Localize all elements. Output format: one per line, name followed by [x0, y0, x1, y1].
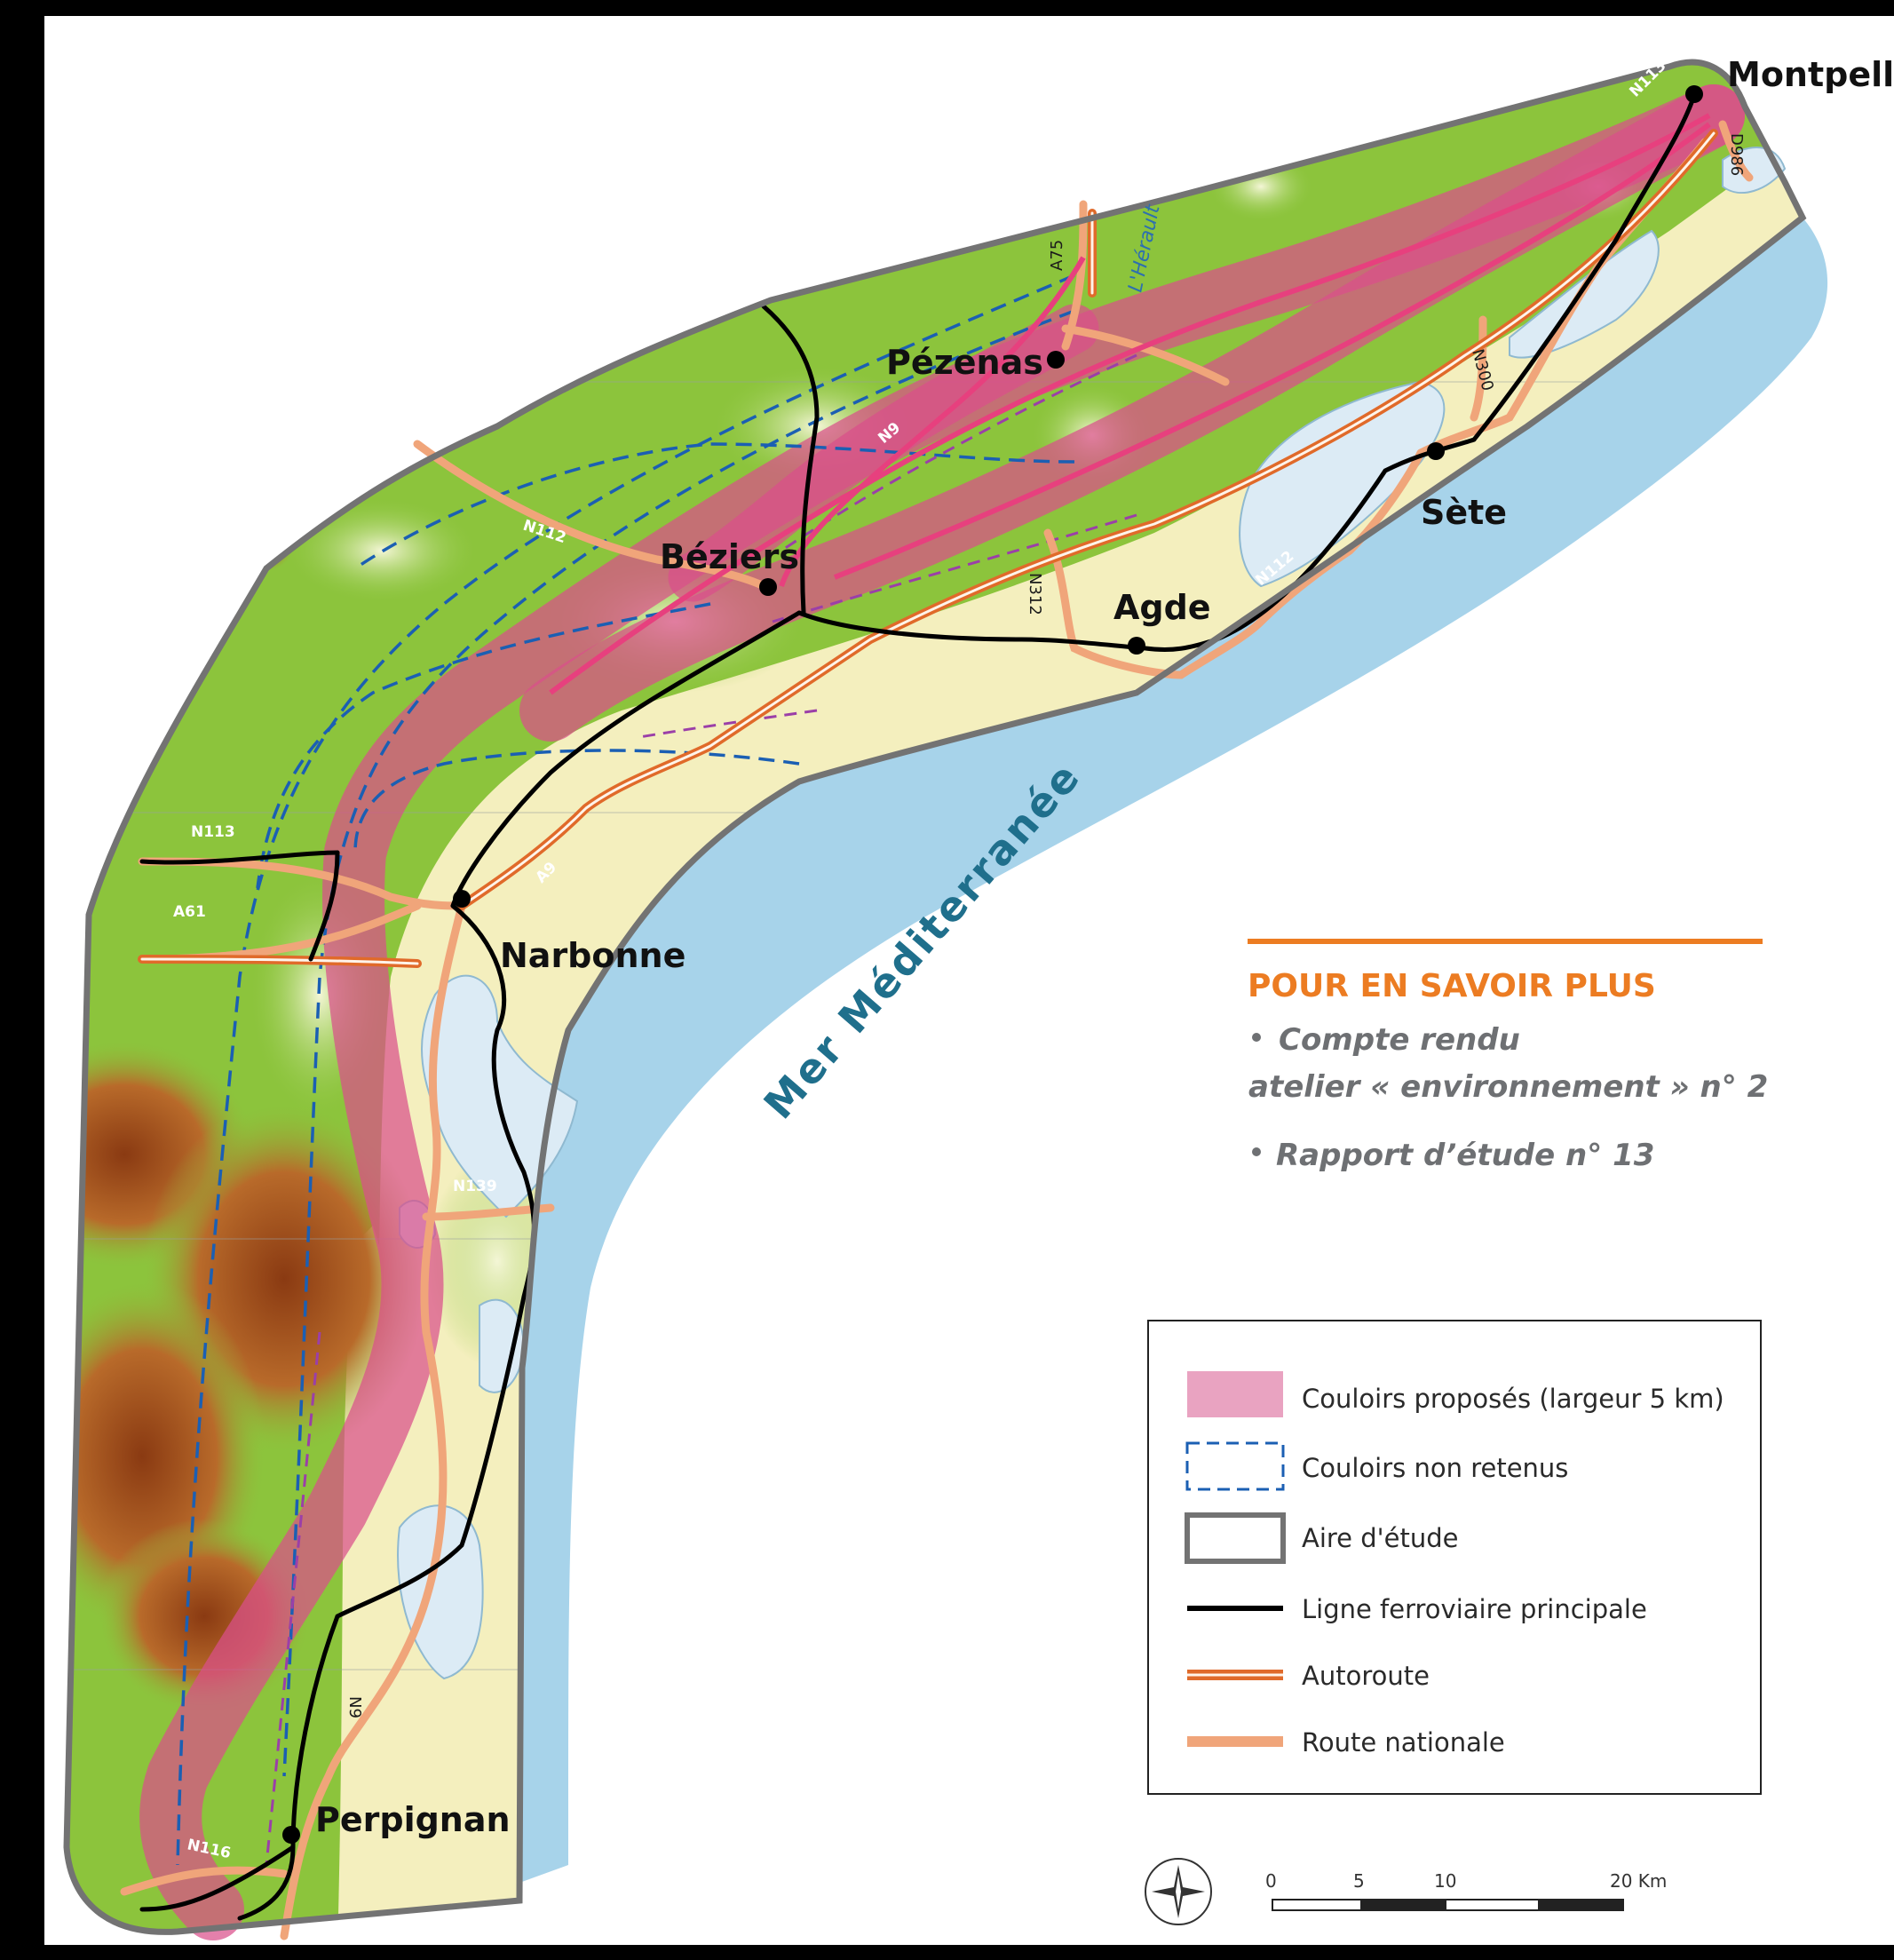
- road-label: N113: [191, 823, 235, 841]
- city-label: Béziers: [660, 537, 799, 576]
- city-pezenas: Pézenas: [886, 343, 1065, 382]
- city-sete: Sète: [1421, 442, 1507, 532]
- city-marker: [1427, 442, 1445, 460]
- legend-swatch-corridor: [1187, 1371, 1283, 1417]
- info-box: POUR EN SAVOIR PLUS Compte rendu atelier…: [1248, 939, 1768, 1173]
- cities: Montpellier Pézenas Béziers Agde Sète Na…: [282, 55, 1894, 1844]
- legend-label: Couloirs proposés (largeur 5 km): [1302, 1384, 1724, 1414]
- study-area-border: [63, 59, 1807, 1935]
- city-label: Agde: [1113, 588, 1211, 627]
- info-item-2[interactable]: Rapport d’étude n° 13: [1276, 1138, 1654, 1173]
- city-marker: [282, 1826, 300, 1844]
- road-label: N312: [1026, 573, 1044, 615]
- city-marker: [1047, 351, 1065, 369]
- city-label: Perpignan: [315, 1800, 511, 1839]
- road-label: N139: [453, 1178, 497, 1195]
- scale-segment: [1272, 1899, 1362, 1911]
- legend-label: Couloirs non retenus: [1302, 1453, 1568, 1483]
- scale-tick-label: 10: [1434, 1870, 1456, 1892]
- city-marker: [759, 578, 777, 596]
- main-railway: [139, 86, 1699, 1921]
- road-label: N9: [345, 1696, 364, 1718]
- city-label: Pézenas: [886, 343, 1043, 382]
- legend-swatch-study-area: [1185, 1512, 1286, 1564]
- rejected-corridors: [176, 274, 1075, 1866]
- info-item-1-cont[interactable]: atelier « environnement » n° 2: [1248, 1069, 1768, 1105]
- legend-label: Route nationale: [1302, 1727, 1505, 1758]
- motorways: [138, 129, 1718, 968]
- scale-tick-label: 0: [1265, 1870, 1277, 1892]
- mediterranean-sea: [519, 218, 1828, 1883]
- legend-label: Aire d'étude: [1302, 1523, 1458, 1553]
- legend: Couloirs proposés (largeur 5 km) Couloir…: [1147, 1320, 1762, 1795]
- city-marker: [1685, 85, 1703, 103]
- city-agde: Agde: [1113, 588, 1211, 655]
- road-label: A75: [1048, 240, 1066, 271]
- scale-segment: [1360, 1899, 1446, 1911]
- city-label: Sète: [1421, 493, 1507, 532]
- info-bullet: [1252, 1033, 1261, 1042]
- city-label: Montpellier: [1727, 55, 1894, 94]
- city-label: Narbonne: [500, 936, 685, 975]
- scale-segment: [1538, 1899, 1624, 1911]
- road-label: D986: [1727, 133, 1746, 176]
- info-item-1[interactable]: Compte rendu: [1279, 1022, 1520, 1058]
- road-label: A61: [173, 903, 206, 921]
- legend-swatch-rejected: [1185, 1441, 1285, 1491]
- compass-rose-icon: [1145, 1858, 1212, 1925]
- city-montpellier: Montpellier: [1685, 55, 1894, 103]
- proposed-lines: [549, 113, 1711, 695]
- city-narbonne: Narbonne: [453, 890, 685, 975]
- legend-label: Autoroute: [1302, 1661, 1430, 1691]
- scale-tick-label: 20 Km: [1610, 1870, 1667, 1892]
- scale-tick-label: 5: [1353, 1870, 1365, 1892]
- city-marker: [453, 890, 471, 908]
- city-beziers: Béziers: [660, 537, 799, 596]
- city-perpignan: Perpignan: [282, 1800, 511, 1844]
- info-title: POUR EN SAVOIR PLUS: [1248, 968, 1656, 1004]
- info-bullet: [1252, 1147, 1261, 1156]
- legend-label: Ligne ferroviaire principale: [1302, 1594, 1647, 1624]
- scale-bar: 0 5 10 20 Km: [1265, 1870, 1667, 1911]
- city-marker: [1128, 637, 1145, 655]
